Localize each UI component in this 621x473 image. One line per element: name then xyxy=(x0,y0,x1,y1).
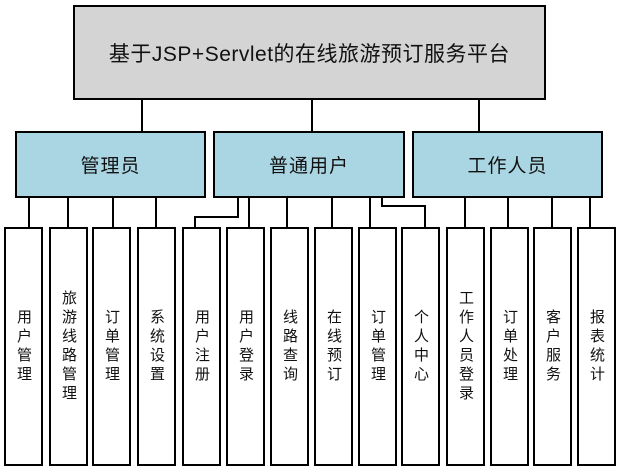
group-node-admin-label: 管理员 xyxy=(80,156,141,177)
leaf-label: 系统设置 xyxy=(148,308,165,385)
leaf-label: 旅游线路管理 xyxy=(60,289,77,404)
leaf-node-user-management: 用户管理 xyxy=(4,227,43,466)
leaf-label: 在线预订 xyxy=(325,308,342,385)
group-node-user-label: 普通用户 xyxy=(268,156,349,177)
leaf-node-personal-center: 个人中心 xyxy=(401,227,440,466)
leaf-node-route-management: 旅游线路管理 xyxy=(49,227,88,466)
leaf-node-order-processing: 订单处理 xyxy=(490,227,529,466)
leaf-node-user-register: 用户注册 xyxy=(182,227,221,466)
leaf-label: 个人中心 xyxy=(412,308,429,385)
leaf-node-online-booking: 在线预订 xyxy=(314,227,353,466)
connector-user-register xyxy=(194,198,239,227)
leaf-node-report-statistics: 报表统计 xyxy=(577,227,616,466)
leaf-node-order-management-user: 订单管理 xyxy=(358,227,397,466)
leaf-node-route-query: 线路查询 xyxy=(270,227,309,466)
leaf-node-staff-login: 工作人员登录 xyxy=(446,227,485,466)
leaf-node-order-management-admin: 订单管理 xyxy=(92,227,131,466)
leaf-label: 客户服务 xyxy=(544,308,561,385)
root-node-label: 基于JSP+Servlet的在线旅游预订服务平台 xyxy=(108,42,511,66)
leaf-node-system-settings: 系统设置 xyxy=(137,227,176,466)
group-node-user: 普通用户 xyxy=(213,131,405,198)
leaf-label: 订单管理 xyxy=(103,308,120,385)
leaf-node-user-login: 用户登录 xyxy=(226,227,265,466)
group-node-staff-label: 工作人员 xyxy=(467,156,548,177)
leaf-node-customer-service: 客户服务 xyxy=(533,227,572,466)
leaf-label: 线路查询 xyxy=(281,308,298,385)
group-node-admin: 管理员 xyxy=(15,131,206,198)
group-node-staff: 工作人员 xyxy=(412,131,603,198)
root-node: 基于JSP+Servlet的在线旅游预订服务平台 xyxy=(73,5,546,100)
leaf-label: 用户管理 xyxy=(15,308,32,385)
leaf-label: 用户注册 xyxy=(193,308,210,385)
leaf-label: 订单处理 xyxy=(501,308,518,385)
leaf-label: 工作人员登录 xyxy=(457,289,474,404)
leaf-label: 订单管理 xyxy=(369,308,386,385)
leaf-label: 用户登录 xyxy=(237,308,254,385)
leaf-label: 报表统计 xyxy=(588,308,605,385)
connector-personal-center xyxy=(381,198,426,227)
